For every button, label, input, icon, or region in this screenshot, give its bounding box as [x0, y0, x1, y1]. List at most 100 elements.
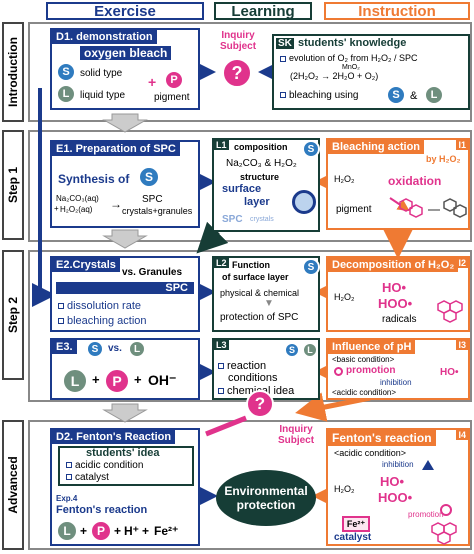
i4-fe-box: Fe²⁺	[342, 516, 370, 532]
l3-item1: reaction	[218, 360, 266, 372]
l1-formula: Na₂CO₃ & H₂O₂	[226, 158, 297, 169]
l2-s-icon: S	[302, 258, 320, 276]
sk-s-icon: S	[386, 85, 406, 105]
i4-inhib: inhibition	[382, 460, 414, 469]
l2-prot: protection of SPC	[220, 312, 299, 323]
d1-plus: +	[148, 74, 157, 90]
i4-cat: catalyst	[334, 532, 372, 543]
l1-layer: layer	[244, 196, 270, 208]
i2-molecule-icon	[437, 300, 463, 323]
env-line2: protection	[236, 498, 296, 512]
i4-title: Fenton's reaction	[328, 430, 436, 446]
d1-demonstration-box: D1. demonstration oxygen bleach S solid …	[50, 28, 200, 110]
i4-ho: HO•	[380, 474, 405, 489]
e1-title: E1. Preparation of SPC	[52, 142, 180, 156]
e3-plus2: +	[134, 372, 142, 387]
d1-solid-label: solid type	[80, 68, 123, 79]
d2-h: H⁺	[124, 524, 139, 538]
d2-p-icon: P	[90, 520, 112, 542]
i4-promo: promotion	[408, 510, 444, 519]
l3-l-icon: L	[302, 342, 318, 358]
l1-s-icon: S	[302, 140, 320, 158]
i4-hoo: HOO•	[378, 490, 413, 505]
l3-item1b: conditions	[228, 372, 278, 384]
l2-func: Function	[232, 260, 270, 270]
header-instruction: Instruction	[324, 2, 470, 20]
e2-title: E2.Crystals	[52, 258, 120, 272]
i3-basic: <basic condition>	[332, 355, 395, 364]
i4-acidic: <acidic condition>	[334, 448, 407, 458]
env-line1: Environmental	[224, 484, 308, 498]
d1-liquid-label: liquid type	[80, 90, 126, 101]
l3-s-icon: S	[284, 342, 300, 358]
d2-exp: Exp.4	[56, 494, 78, 503]
d2-item2: catalyst	[66, 472, 109, 483]
d2-fr: Fenton's reaction	[56, 504, 148, 516]
i3-promo-icon	[334, 367, 343, 376]
inquiry-question-2-icon: ?	[246, 390, 274, 418]
i2-box: Decomposition of H₂O₂ I2 H₂O₂ HO• HOO• r…	[326, 256, 470, 332]
e3-box: E3. S vs. L L + P + OH⁻	[50, 338, 200, 400]
i1-title: Bleaching action	[328, 140, 425, 154]
l1-spc: SPC	[222, 214, 243, 225]
i3-title: Influence of pH	[328, 340, 416, 354]
env-protection-ellipse: Environmental protection	[216, 470, 316, 526]
e2-spc: SPC	[56, 282, 194, 294]
d2-plus2: +	[114, 524, 122, 538]
i1-by: by H₂O₂	[426, 154, 461, 164]
e3-oh: OH⁻	[148, 372, 177, 388]
stage-step2: Step 2	[2, 250, 24, 380]
i2-title: Decomposition of H₂O₂	[328, 258, 459, 272]
stage-advanced: Advanced	[2, 420, 24, 550]
e1-plus: +	[54, 204, 59, 213]
d2-idea-box: students' idea acidic condition catalyst	[58, 446, 194, 486]
d2-fe: Fe²⁺	[154, 524, 179, 538]
l2-tag: L2	[214, 258, 229, 268]
i3-promo: promotion	[346, 365, 396, 376]
i2-radicals: radicals	[382, 314, 417, 325]
d1-title: D1. demonstration	[52, 30, 157, 44]
e3-l2-icon: L	[62, 368, 88, 394]
pigment-p-icon: P	[164, 70, 184, 90]
i1-pig: pigment	[336, 204, 372, 215]
l3-box: L3 S L reaction conditions chemical idea	[212, 338, 320, 400]
i1-tag: I1	[456, 140, 468, 150]
i3-ho: HO•	[440, 367, 459, 378]
i1-h2o2: H₂O₂	[334, 174, 355, 184]
stage-step1: Step 1	[2, 130, 24, 240]
l1-crystals: crystals	[250, 216, 274, 223]
header-learning: Learning	[214, 2, 312, 20]
e2-vs: vs. Granules	[122, 267, 183, 278]
l1-comp: composition	[234, 142, 288, 152]
e1-preparation-box: E1. Preparation of SPC Synthesis of S Na…	[50, 140, 200, 228]
d2-fenton-box: D2. Fenton's Reaction students' idea aci…	[50, 428, 200, 546]
i1-molecule-icons	[389, 197, 467, 218]
i1-box: Bleaching action I1 by H₂O₂ H₂O₂ oxidati…	[326, 138, 470, 230]
sk-l-icon: L	[424, 85, 444, 105]
i2-ho: HO•	[382, 280, 407, 295]
i4-h2o2: H₂O₂	[334, 484, 355, 494]
e2-item1: dissolution rate	[58, 300, 141, 312]
d2-l-icon: L	[56, 520, 78, 542]
sk-item2: bleaching using	[280, 90, 359, 101]
e3-plus1: +	[92, 372, 100, 387]
l1-struct: structure	[240, 172, 280, 182]
i4-molecule-icon	[431, 522, 457, 545]
e3-l-icon: L	[128, 340, 146, 358]
i4-promo-icon	[440, 504, 452, 516]
e2-crystals-box: E2.Crystals vs. Granules SPC dissolution…	[50, 256, 200, 332]
i3-acidic: <acidic condition>	[332, 388, 397, 397]
inquiry-question-icon: ?	[222, 58, 252, 88]
e1-s-icon: S	[138, 166, 160, 188]
d2-title: D2. Fenton's Reaction	[52, 430, 176, 444]
solid-s-icon: S	[56, 62, 76, 82]
l1-tag: L1	[214, 140, 229, 150]
l1-box: L1 composition S Na₂CO₃ & H₂O₂ structure…	[212, 138, 320, 232]
i4-tag: I4	[456, 430, 468, 440]
i4-box: Fenton's reaction I4 <acidic condition> …	[326, 428, 470, 546]
d2-idea: students' idea	[86, 447, 160, 459]
d2-item1: acidic condition	[66, 460, 143, 471]
